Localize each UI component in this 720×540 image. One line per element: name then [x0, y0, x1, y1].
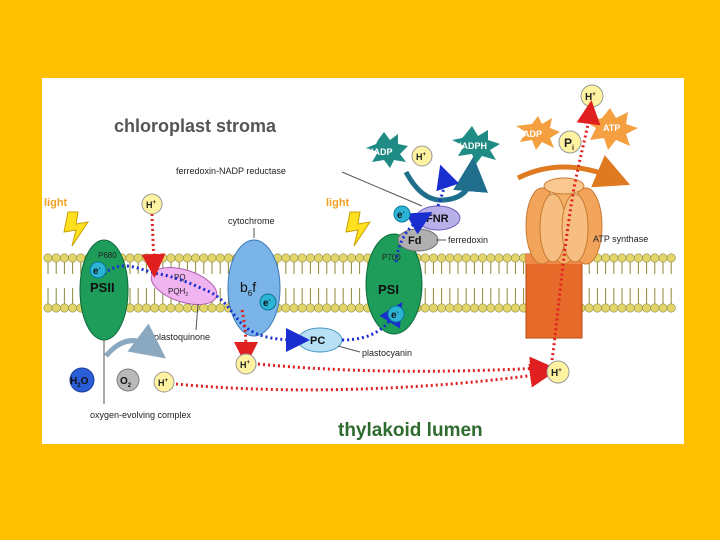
psii-label: PSII [90, 280, 115, 295]
psi-label: PSI [378, 282, 399, 297]
electron-psii: e- [89, 261, 107, 279]
fnr-full-label: ferredoxin-NADP reductase [176, 166, 286, 176]
nadph-label: NADPH [455, 141, 487, 151]
proton-lumen-water: H+ [153, 371, 175, 393]
svg-text:H+: H+ [240, 360, 251, 370]
fd-label: Fd [408, 235, 421, 247]
proton-lumen-cyt: H+ [235, 353, 257, 375]
svg-text:e-: e- [397, 210, 405, 221]
p700-label: P700 [382, 253, 401, 262]
atp-label: ATP [603, 123, 620, 133]
stroma-title: chloroplast stroma [114, 116, 277, 136]
nadph-burst [452, 126, 500, 164]
light-left-bolt-icon [63, 211, 90, 247]
adp-label: ADP [523, 129, 542, 139]
oxygen-circle [116, 368, 140, 392]
diagram-panel: chloroplast stroma thylakoid lumen ATP s… [42, 78, 684, 444]
water-label: H2O [70, 376, 89, 389]
lumen-title: thylakoid lumen [338, 420, 483, 441]
atp-synthase-label: ATP synthase [593, 234, 648, 244]
atp-burst [586, 108, 638, 150]
proton-lumen-atp: H+ [546, 360, 570, 384]
pi-label: Pi [564, 136, 574, 152]
light-right-label: light [326, 197, 350, 209]
pqh2-label: PQH2 [168, 287, 188, 298]
adp-burst [516, 116, 560, 150]
proton-top-label: H+ [585, 92, 596, 103]
electron-cytochrome: e- [259, 293, 277, 311]
svg-text:e-: e- [93, 266, 101, 277]
svg-text:e-: e- [391, 310, 399, 321]
plastoquinone-label: plastoquinone [154, 332, 210, 342]
water-circle [69, 367, 95, 393]
proton-fnr-label: H+ [416, 152, 427, 162]
electron-fnr: e- [393, 205, 411, 223]
pi-circle [558, 130, 582, 154]
ferredoxin-label: ferredoxin [448, 235, 488, 245]
svg-text:H+: H+ [158, 378, 169, 388]
p680-label: P680 [98, 251, 117, 260]
light-right-bolt-icon [345, 211, 372, 247]
nadp-burst [366, 132, 408, 168]
proton-pq: H+ [141, 193, 163, 215]
b6f-label: b6f [240, 279, 256, 298]
pc-label: PC [310, 335, 325, 347]
electron-psi: e- [387, 305, 405, 323]
nadp-label: NADP [367, 147, 393, 157]
photosynthesis-diagram: chloroplast stroma thylakoid lumen ATP s… [43, 84, 676, 441]
plastocyanin-label: plastocyanin [362, 348, 412, 358]
oec-label: oxygen-evolving complex [90, 410, 192, 420]
pq-label: PQ [174, 273, 186, 282]
oxygen-label: O2 [120, 376, 132, 389]
atp-synthase [525, 177, 603, 339]
light-left-label: light [44, 197, 68, 209]
svg-text:H+: H+ [146, 200, 157, 210]
svg-text:H+: H+ [551, 368, 562, 379]
cytochrome-label: cytochrome [228, 216, 275, 226]
proton-fnr [411, 145, 433, 167]
fnr-label: FNR [426, 213, 449, 225]
svg-text:e-: e- [263, 298, 271, 309]
